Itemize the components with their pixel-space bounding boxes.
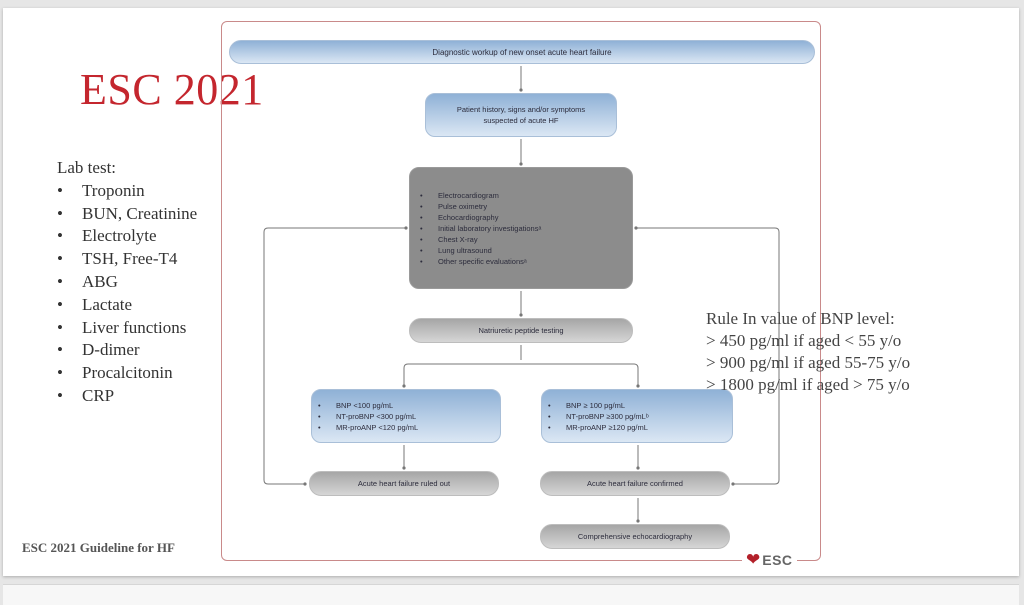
lab-test-item: ABG [57, 271, 197, 294]
investigation-item: Pulse oximetry [416, 201, 541, 212]
lab-test-item: TSH, Free-T4 [57, 248, 197, 271]
esc-logo-text: ESC [762, 551, 793, 568]
esc-logo: ❤ ESC [742, 551, 797, 568]
flow-header-text: Diagnostic workup of new onset acute hea… [432, 47, 612, 57]
echo-text: Comprehensive echocardiography [577, 532, 693, 541]
flowchart-frame [221, 21, 821, 561]
hf-confirmed-text: Acute heart failure confirmed [587, 479, 683, 488]
low-np-value: NT-proBNP <300 pg/mL [314, 411, 418, 422]
bnp-rule-in-line: > 450 pg/ml if aged < 55 y/o [706, 331, 902, 350]
echo-box: Comprehensive echocardiography [540, 524, 730, 549]
lab-test-item: BUN, Creatinine [57, 203, 197, 226]
bnp-rule-in-line: > 900 pg/ml if aged 55-75 y/o [706, 353, 911, 372]
lab-test-item: Electrolyte [57, 225, 197, 248]
heart-icon: ❤ [746, 550, 761, 569]
np-testing-box: Natriuretic peptide testing [409, 318, 633, 343]
investigation-item: Lung ultrasound [416, 245, 541, 256]
low-np-value: BNP <100 pg/mL [314, 400, 418, 411]
investigation-item: Chest X-ray [416, 234, 541, 245]
bnp-rule-in-line: > 1800 pg/ml if aged > 75 y/o [706, 375, 910, 394]
high-np-values-box: BNP ≥ 100 pg/mL NT-proBNP ≥300 pg/mLᵇ MR… [541, 389, 733, 443]
investigation-item: Electrocardiogram [416, 190, 541, 201]
np-testing-text: Natriuretic peptide testing [478, 326, 564, 335]
lab-test-list: Lab test: Troponin BUN, Creatinine Elect… [57, 157, 197, 408]
low-np-values-box: BNP <100 pg/mL NT-proBNP <300 pg/mL MR-p… [311, 389, 501, 443]
high-np-value: NT-proBNP ≥300 pg/mLᵇ [544, 411, 649, 422]
hf-ruled-out-box: Acute heart failure ruled out [309, 471, 499, 496]
guideline-footer-note: ESC 2021 Guideline for HF [22, 540, 175, 555]
patient-history-text: Patient history, signs and/or symptoms s… [456, 105, 586, 125]
slide-title: ESC 2021 [80, 65, 264, 114]
bnp-rule-in-note: Rule In value of BNP level: > 450 pg/ml … [706, 308, 910, 396]
high-np-value: BNP ≥ 100 pg/mL [544, 400, 649, 411]
lab-test-heading: Lab test: [57, 158, 117, 177]
lab-test-item: Troponin [57, 180, 197, 203]
flow-header-box: Diagnostic workup of new onset acute hea… [229, 40, 815, 64]
lab-test-item: Liver functions [57, 317, 197, 340]
lab-test-item: Lactate [57, 294, 197, 317]
patient-history-box: Patient history, signs and/or symptoms s… [425, 93, 617, 137]
investigation-item: Initial laboratory investigationsᵃ [416, 223, 541, 234]
high-np-value: MR-proANP ≥120 pg/mL [544, 422, 649, 433]
lab-test-item: CRP [57, 385, 197, 408]
investigations-box: Electrocardiogram Pulse oximetry Echocar… [409, 167, 633, 289]
lab-test-item: D-dimer [57, 339, 197, 362]
hf-confirmed-box: Acute heart failure confirmed [540, 471, 730, 496]
lab-test-item: Procalcitonin [57, 362, 197, 385]
investigation-item: Echocardiography [416, 212, 541, 223]
low-np-value: MR-proANP <120 pg/mL [314, 422, 418, 433]
investigation-item: Other specific evaluationsᵃ [416, 256, 541, 267]
bnp-rule-in-heading: Rule In value of BNP level: [706, 309, 895, 328]
hf-ruled-out-text: Acute heart failure ruled out [357, 479, 451, 488]
